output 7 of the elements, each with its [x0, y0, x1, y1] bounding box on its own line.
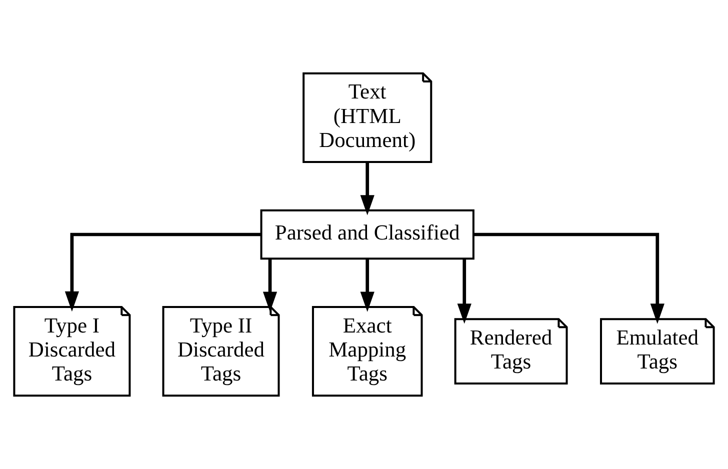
arrow — [360, 258, 374, 312]
arrow — [64, 232, 262, 312]
arrow — [457, 258, 472, 324]
node-box: Parsed and Classified — [260, 209, 474, 260]
arrow — [360, 162, 374, 216]
arrow — [474, 232, 664, 324]
arrow — [262, 258, 278, 312]
